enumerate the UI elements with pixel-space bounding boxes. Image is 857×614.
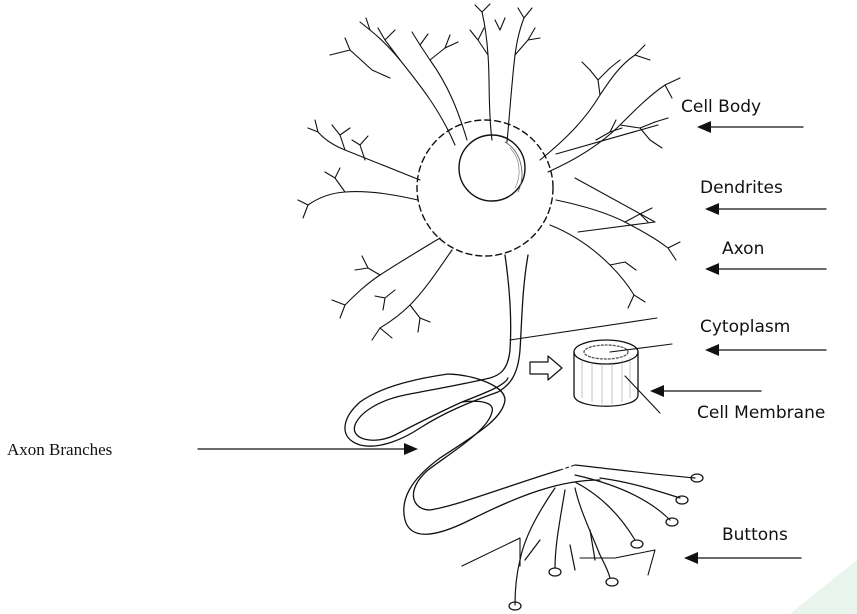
label-cell-body: Cell Body — [681, 99, 761, 116]
label-axon-branches: Axon Branches — [7, 441, 112, 458]
label-buttons: Buttons — [722, 527, 788, 544]
cross-section-pointer-arrow — [530, 356, 562, 380]
label-axon: Axon — [722, 241, 764, 258]
cell-body-outline — [417, 120, 553, 256]
arrowheads — [404, 121, 719, 564]
label-dendrites: Dendrites — [700, 180, 783, 197]
label-cell-membrane: Cell Membrane — [697, 405, 825, 422]
axon-drawing — [354, 255, 510, 440]
nucleus — [459, 135, 525, 201]
dendrites-drawing — [298, 4, 680, 340]
label-cytoplasm: Cytoplasm — [700, 319, 790, 336]
axon-terminals-drawing — [509, 465, 703, 610]
corner-tint — [790, 560, 857, 614]
leader-lines — [462, 125, 672, 575]
